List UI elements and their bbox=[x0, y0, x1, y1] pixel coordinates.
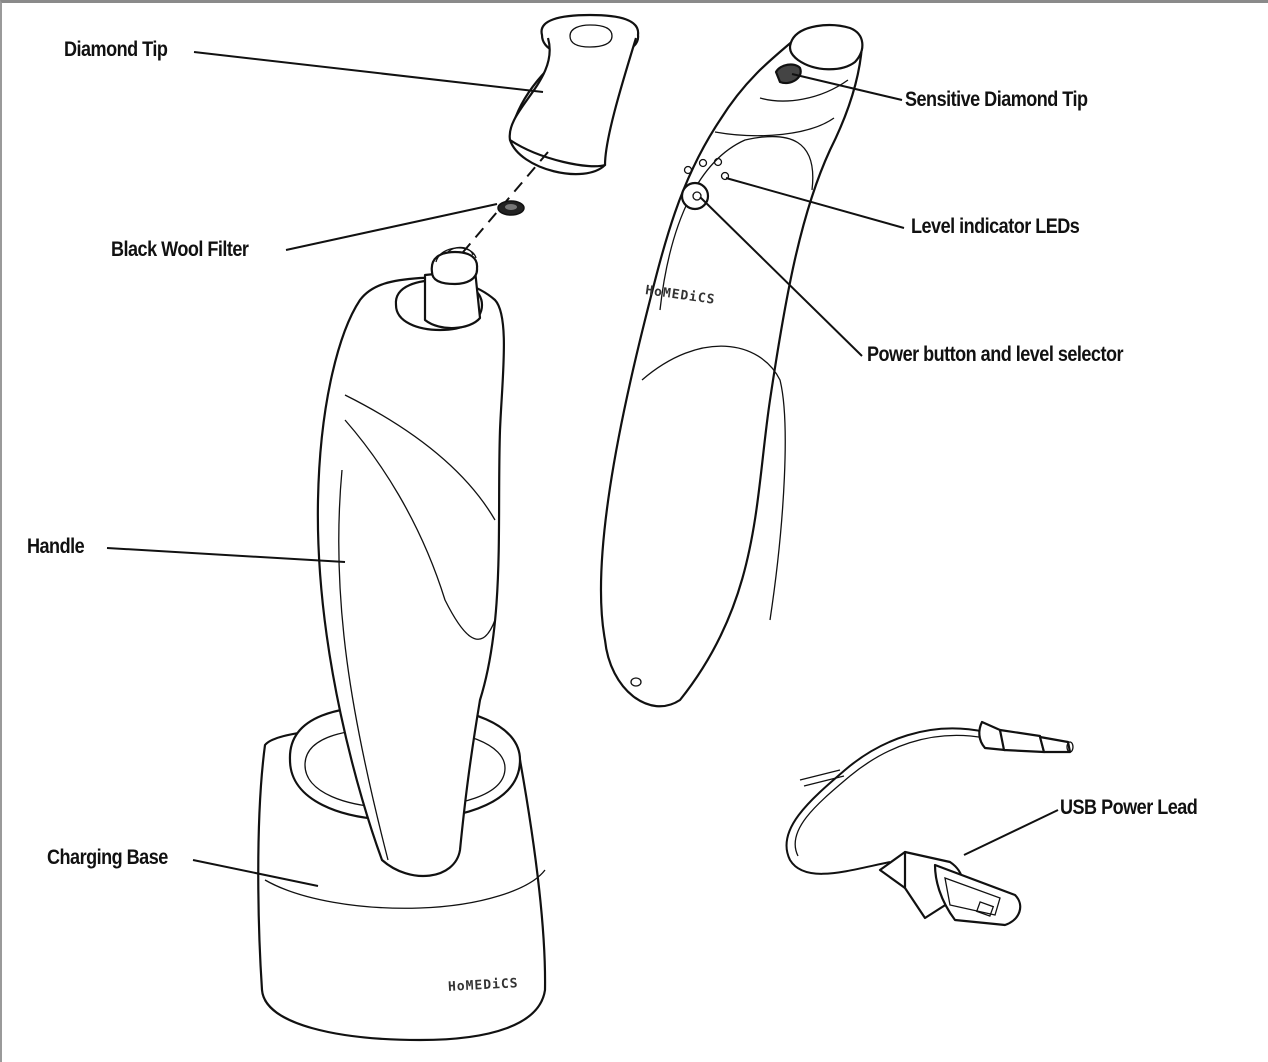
label-usb-power-lead: USB Power Lead bbox=[1060, 796, 1198, 819]
label-diamond-tip: Diamond Tip bbox=[64, 38, 168, 61]
leader-usb-power-lead bbox=[963, 809, 1059, 856]
leader-handle bbox=[106, 547, 346, 563]
label-power-button: Power button and level selector bbox=[867, 343, 1123, 366]
diamond-tip-illustration bbox=[508, 13, 640, 176]
handle-illustration bbox=[316, 246, 505, 878]
leader-lines bbox=[106, 51, 1059, 887]
label-charging-base: Charging Base bbox=[47, 846, 168, 869]
leader-black-wool-filter bbox=[285, 203, 498, 251]
black-wool-filter-illustration bbox=[497, 200, 525, 216]
label-sensitive-diamond-tip: Sensitive Diamond Tip bbox=[905, 88, 1088, 111]
label-black-wool-filter: Black Wool Filter bbox=[111, 238, 249, 261]
device-illustration bbox=[599, 24, 864, 708]
label-handle: Handle bbox=[27, 535, 85, 558]
leader-charging-base bbox=[192, 859, 319, 887]
usb-lead-illustration bbox=[785, 720, 1074, 927]
leader-sensitive-diamond-tip bbox=[791, 73, 903, 101]
leader-diamond-tip bbox=[193, 51, 544, 93]
leader-level-indicator-leds bbox=[725, 177, 905, 229]
leader-power-button bbox=[699, 196, 863, 357]
label-level-indicator-leds: Level indicator LEDs bbox=[911, 215, 1080, 238]
